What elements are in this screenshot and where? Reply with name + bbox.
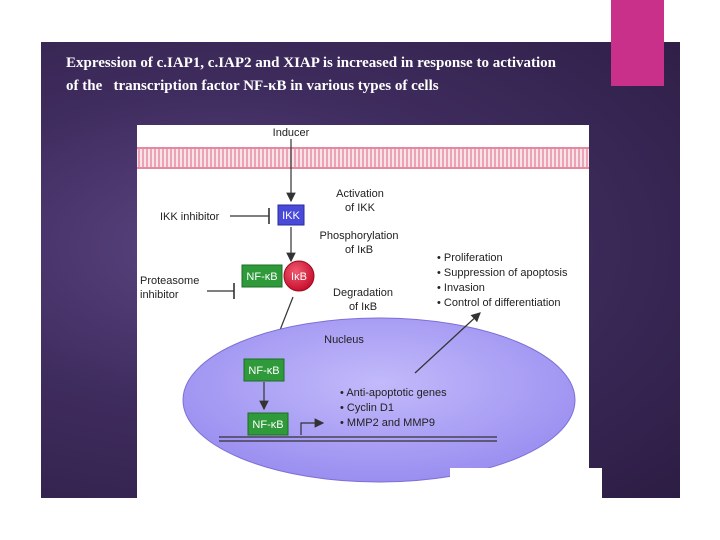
effect-item: • Proliferation xyxy=(437,252,503,264)
activation-label-2: of IKK xyxy=(345,202,376,214)
nucleus-label: Nucleus xyxy=(324,334,364,346)
slide-title: Expression of c.IAP1, c.IAP2 and XIAP is… xyxy=(66,52,666,98)
white-strip xyxy=(450,468,602,498)
ikb-label: IκB xyxy=(291,271,307,283)
activation-label-1: Activation xyxy=(336,188,384,200)
white-strip xyxy=(137,495,450,498)
nucleus xyxy=(183,318,575,482)
inducer-label: Inducer xyxy=(273,127,310,139)
gene-item: • Cyclin D1 xyxy=(340,402,394,414)
effect-item: • Control of differentiation xyxy=(437,297,561,309)
effects-list: • Proliferation • Suppression of apoptos… xyxy=(437,252,568,309)
nfkb-pathway-figure: Inducer Activation of IKK IKK inhibitor … xyxy=(137,125,589,495)
phosphorylation-label-2: of IκB xyxy=(345,244,373,256)
effect-item: • Invasion xyxy=(437,282,485,294)
title-line-1: Expression of c.IAP1, c.IAP2 and XIAP is… xyxy=(66,52,666,75)
nfkb-label-dna: NF-κB xyxy=(252,419,283,431)
gene-item: • Anti-apoptotic genes xyxy=(340,387,447,399)
phosphorylation-label-1: Phosphorylation xyxy=(320,230,399,242)
ikk-inhibitor-label: IKK inhibitor xyxy=(160,211,220,223)
proteasome-label-1: Proteasome xyxy=(140,275,199,287)
degradation-label-2: of IκB xyxy=(349,301,377,313)
effect-item: • Suppression of apoptosis xyxy=(437,267,568,279)
gene-item: • MMP2 and MMP9 xyxy=(340,417,435,429)
nfkb-label-nucleus: NF-κB xyxy=(248,365,279,377)
degradation-label-1: Degradation xyxy=(333,287,393,299)
proteasome-label-2: inhibitor xyxy=(140,289,179,301)
ikk-label: IKK xyxy=(282,210,300,222)
pathway-diagram: Inducer Activation of IKK IKK inhibitor … xyxy=(137,125,589,495)
cell-membrane xyxy=(137,147,589,169)
nfkb-label-cytoplasm: NF-κB xyxy=(246,271,277,283)
title-line-2: of the transcription factor NF-κB in var… xyxy=(66,75,666,98)
